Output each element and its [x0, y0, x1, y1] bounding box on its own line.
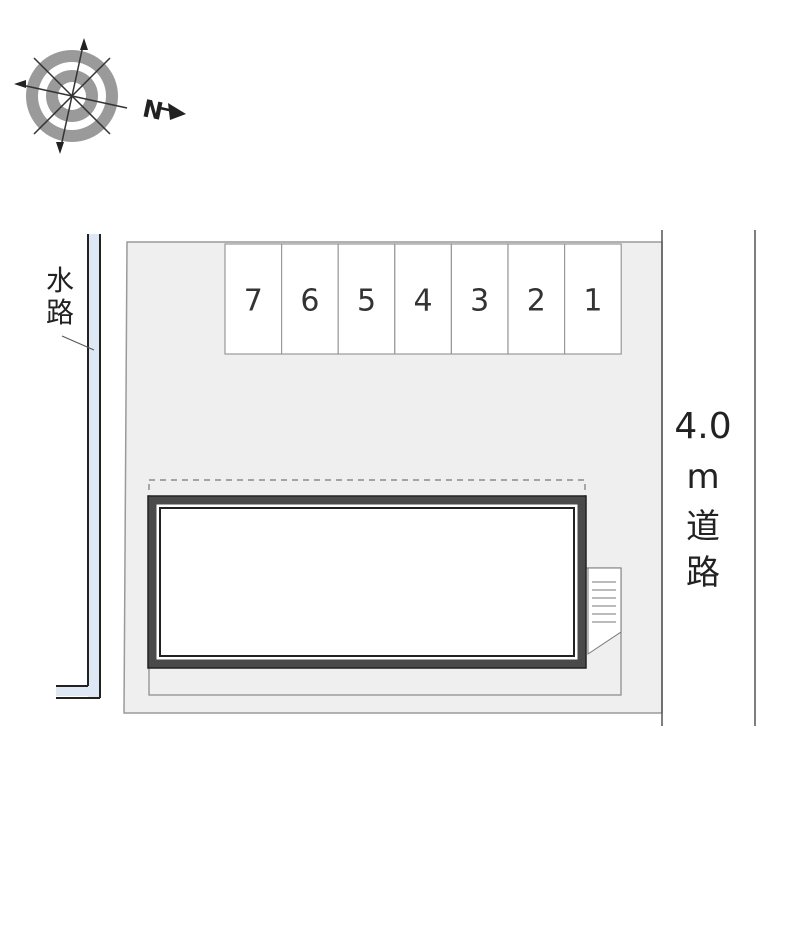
parking-space-number: 3	[470, 284, 489, 319]
stairs-icon	[587, 567, 622, 655]
parking-space-number: 6	[300, 284, 319, 319]
parking-space-number: 1	[583, 284, 602, 319]
compass-north-label: N	[140, 94, 165, 126]
parking-space	[563, 243, 622, 355]
waterway-label-char-1: 水	[46, 264, 74, 297]
building-inner-line	[159, 507, 575, 657]
north-arrow-icon	[159, 103, 186, 120]
road-unit-label: m	[686, 457, 719, 497]
compass-rose-icon	[14, 38, 128, 154]
waterway	[56, 234, 101, 699]
building	[147, 495, 587, 669]
parking-space-number: 4	[414, 284, 433, 319]
parking-space-number: 7	[244, 284, 263, 319]
road-label-char-2: 路	[686, 553, 720, 593]
road-width-label: 4.0	[674, 406, 731, 447]
parking-space	[450, 243, 509, 355]
road-label-char-1: 道	[686, 507, 720, 547]
parking-space	[337, 243, 396, 355]
parking-space	[224, 243, 283, 355]
building-outer-line	[147, 495, 587, 669]
parking-area: 7 6 5 4 3 2 1	[224, 243, 622, 355]
road	[661, 230, 756, 726]
waterway-label-char-2: 路	[46, 296, 74, 329]
parking-space	[281, 243, 339, 355]
parking-space-number: 5	[357, 284, 376, 319]
parking-space-number: 2	[527, 284, 546, 319]
